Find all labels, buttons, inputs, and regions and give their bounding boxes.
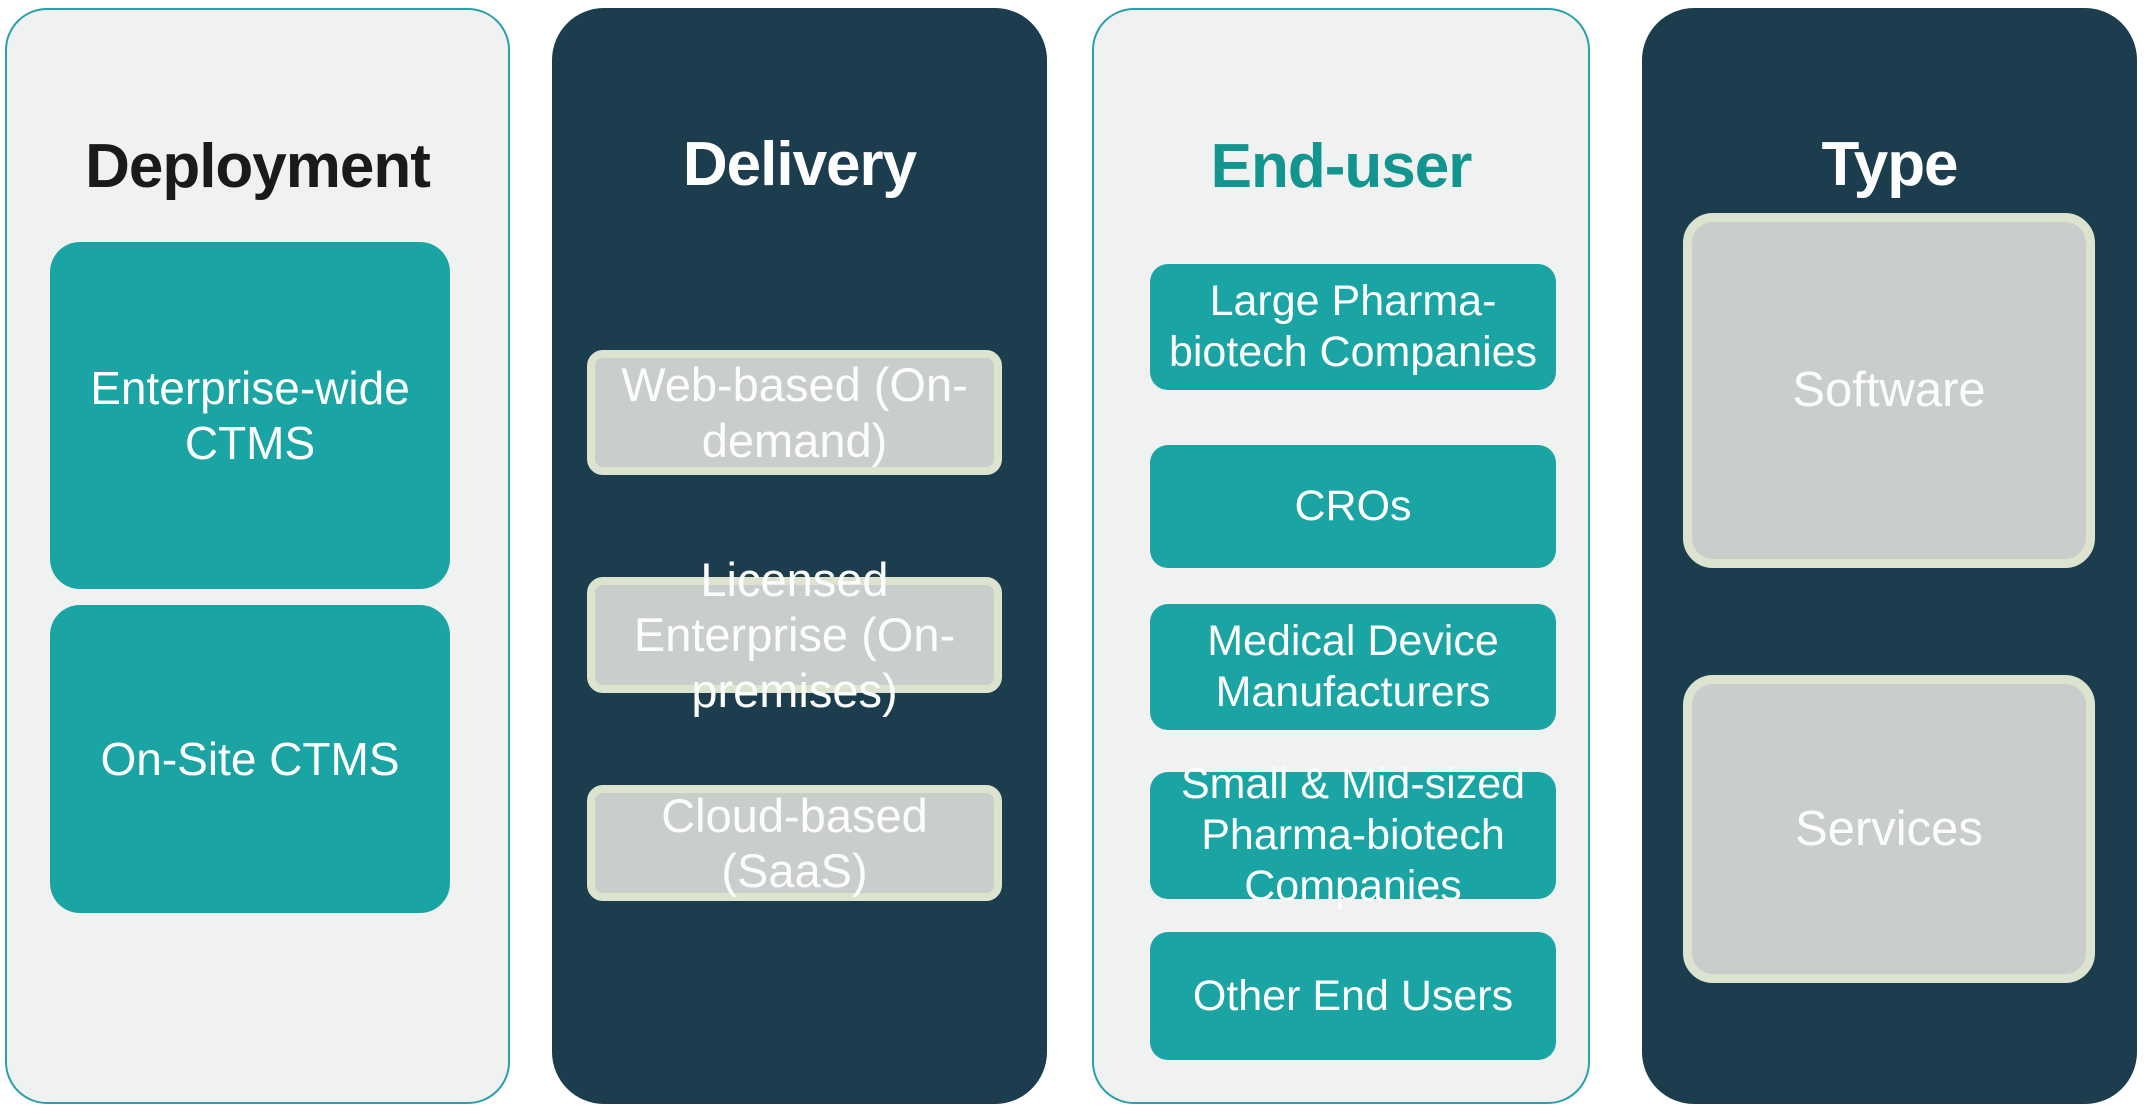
column-title-delivery: Delivery xyxy=(682,130,917,199)
box-web-based-on-demand: Web-based (On-demand) xyxy=(587,350,1002,475)
column-title-deployment: Deployment xyxy=(85,132,431,201)
column-deployment: Deployment Enterprise-wide CTMS On-Site … xyxy=(5,8,510,1104)
box-label: Other End Users xyxy=(1192,971,1514,1020)
box-software: Software xyxy=(1683,213,2095,568)
box-label: Web-based (On-demand) xyxy=(621,358,968,467)
box-licensed-enterprise-on-premises: Licensed Enterprise (On-premises) xyxy=(587,553,1002,717)
box-other-end-users: Other End Users xyxy=(1150,932,1556,1060)
box-label: Software xyxy=(1792,363,1986,418)
box-label: Cloud-based (SaaS) xyxy=(661,788,928,897)
box-label: Enterprise-wide CTMS xyxy=(90,362,410,469)
box-enterprise-wide-ctms: Enterprise-wide CTMS xyxy=(50,242,450,589)
box-small-mid-sized-pharma-biotech-companies: Small & Mid-sized Pharma-biotech Compani… xyxy=(1150,760,1556,910)
box-on-site-ctms: On-Site CTMS xyxy=(50,605,450,913)
box-label: Large Pharma-biotech Companies xyxy=(1168,277,1538,376)
column-delivery: Delivery Web-based (On-demand) Licensed … xyxy=(552,8,1047,1104)
box-cros: CROs xyxy=(1150,445,1556,568)
box-medical-device-manufacturers: Medical Device Manufacturers xyxy=(1150,604,1556,730)
box-cloud-based-saas: Cloud-based (SaaS) xyxy=(587,785,1002,901)
column-end-user: End-user Large Pharma-biotech Companies … xyxy=(1092,8,1590,1104)
box-label: On-Site CTMS xyxy=(100,732,400,785)
box-label: CROs xyxy=(1294,482,1412,531)
box-label: Services xyxy=(1795,801,1983,856)
column-title-end-user: End-user xyxy=(1210,132,1473,201)
box-label: Small & Mid-sized Pharma-biotech Compani… xyxy=(1180,760,1526,910)
column-title-type: Type xyxy=(1821,130,1958,199)
box-label: Medical Device Manufacturers xyxy=(1207,617,1499,716)
box-label: Licensed Enterprise (On-premises) xyxy=(633,552,956,717)
box-large-pharma-biotech-companies: Large Pharma-biotech Companies xyxy=(1150,264,1556,390)
box-services: Services xyxy=(1683,675,2095,983)
column-type: Type Software Services xyxy=(1642,8,2137,1104)
